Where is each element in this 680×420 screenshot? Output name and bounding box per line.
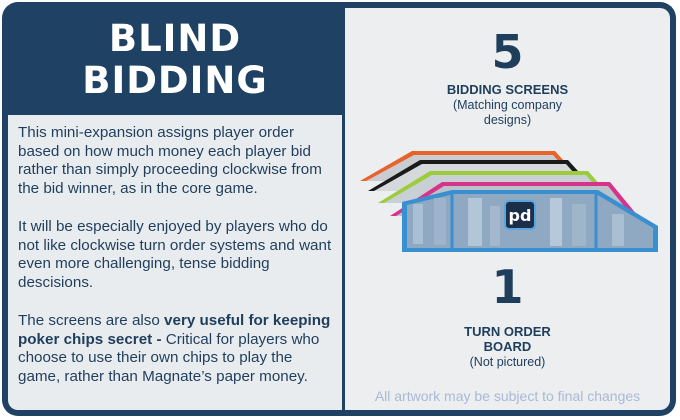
screens-note-1: (Matching company <box>452 98 563 112</box>
screens-count: 5 <box>491 25 524 79</box>
description-paragraph-1: This mini-expansion assigns player order… <box>18 124 322 197</box>
board-count: 1 <box>491 260 524 314</box>
description-panel: BLIND BIDDING This mini-expansion assign… <box>8 8 342 410</box>
board-label-1: TURN ORDER <box>464 324 551 339</box>
info-card: BLIND BIDDING This mini-expansion assign… <box>2 2 676 416</box>
title-line-2: BIDDING <box>82 59 268 102</box>
description-paragraph-2: It will be especially enjoyed by players… <box>18 218 332 291</box>
screens-note-2: designs) <box>483 113 532 127</box>
logo-text: pd <box>509 206 532 225</box>
p3-bold: very useful for keeping poker chips secr… <box>18 312 331 348</box>
screen-blue-front: pd <box>402 190 658 252</box>
board-label-2: BOARD <box>483 339 532 354</box>
pd-logo-icon <box>504 200 536 230</box>
p3-prefix: The screens are also <box>18 312 165 329</box>
bidding-screens-image: pd <box>360 151 658 252</box>
components-panel: 5 BIDDING SCREENS (Matching company desi… <box>345 8 670 410</box>
artwork-disclaimer: All artwork may be subject to final chan… <box>374 388 641 404</box>
screens-label: BIDDING SCREENS <box>446 82 569 97</box>
description-paragraph-3: The screens are also very useful for kee… <box>18 312 336 386</box>
description-box: This mini-expansion assigns player order… <box>8 115 342 410</box>
p3-suffix: Critical for players who choose to use t… <box>18 330 320 385</box>
page-title: BLIND BIDDING <box>8 8 342 118</box>
board-note: (Not pictured) <box>469 355 546 369</box>
title-line-1: BLIND <box>108 17 242 60</box>
